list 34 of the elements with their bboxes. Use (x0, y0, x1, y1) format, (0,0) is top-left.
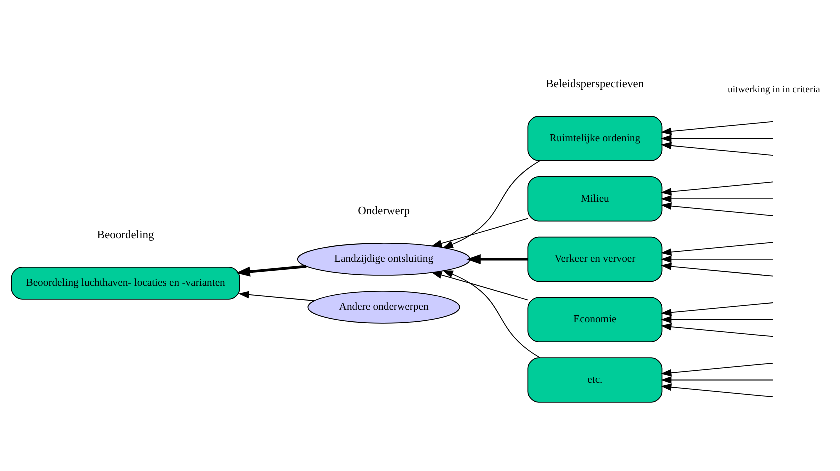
node-box: etc. (528, 358, 663, 403)
arrow (661, 302, 774, 316)
arrow (661, 195, 774, 203)
arrow (661, 121, 774, 136)
arrow (661, 376, 774, 384)
arrow (661, 362, 774, 377)
arrow (431, 272, 529, 301)
node-ellipse: Andere onderwerpen (308, 291, 460, 324)
arrow (442, 270, 541, 358)
arrow (661, 142, 774, 156)
arrow (661, 242, 774, 256)
arrow (661, 262, 774, 277)
node-box: Economie (528, 297, 663, 342)
arrow (661, 316, 774, 324)
arrow (236, 265, 307, 277)
node-box: Milieu (528, 176, 663, 222)
label: Onderwerp (358, 206, 410, 218)
arrow (661, 384, 774, 398)
arrow (431, 218, 529, 248)
arrow (466, 254, 528, 264)
arrow (661, 134, 774, 142)
arrow (661, 202, 774, 216)
node-box: Ruimtelijke ordening (528, 116, 663, 162)
arrow (661, 256, 774, 264)
label: Beleidsperspectieven (546, 78, 644, 91)
node-box: Verkeer en vervoer (528, 236, 663, 282)
node-box: Beoordeling luchthaven- locaties en -varianten (11, 267, 240, 300)
label: Beoordeling (97, 230, 154, 242)
arrow (661, 182, 774, 196)
arrow (442, 160, 541, 248)
node-ellipse: Landzijdige ontsluiting (297, 243, 471, 276)
arrow (661, 323, 774, 338)
arrow (238, 291, 315, 302)
label: uitwerking in in criteria (728, 84, 820, 96)
